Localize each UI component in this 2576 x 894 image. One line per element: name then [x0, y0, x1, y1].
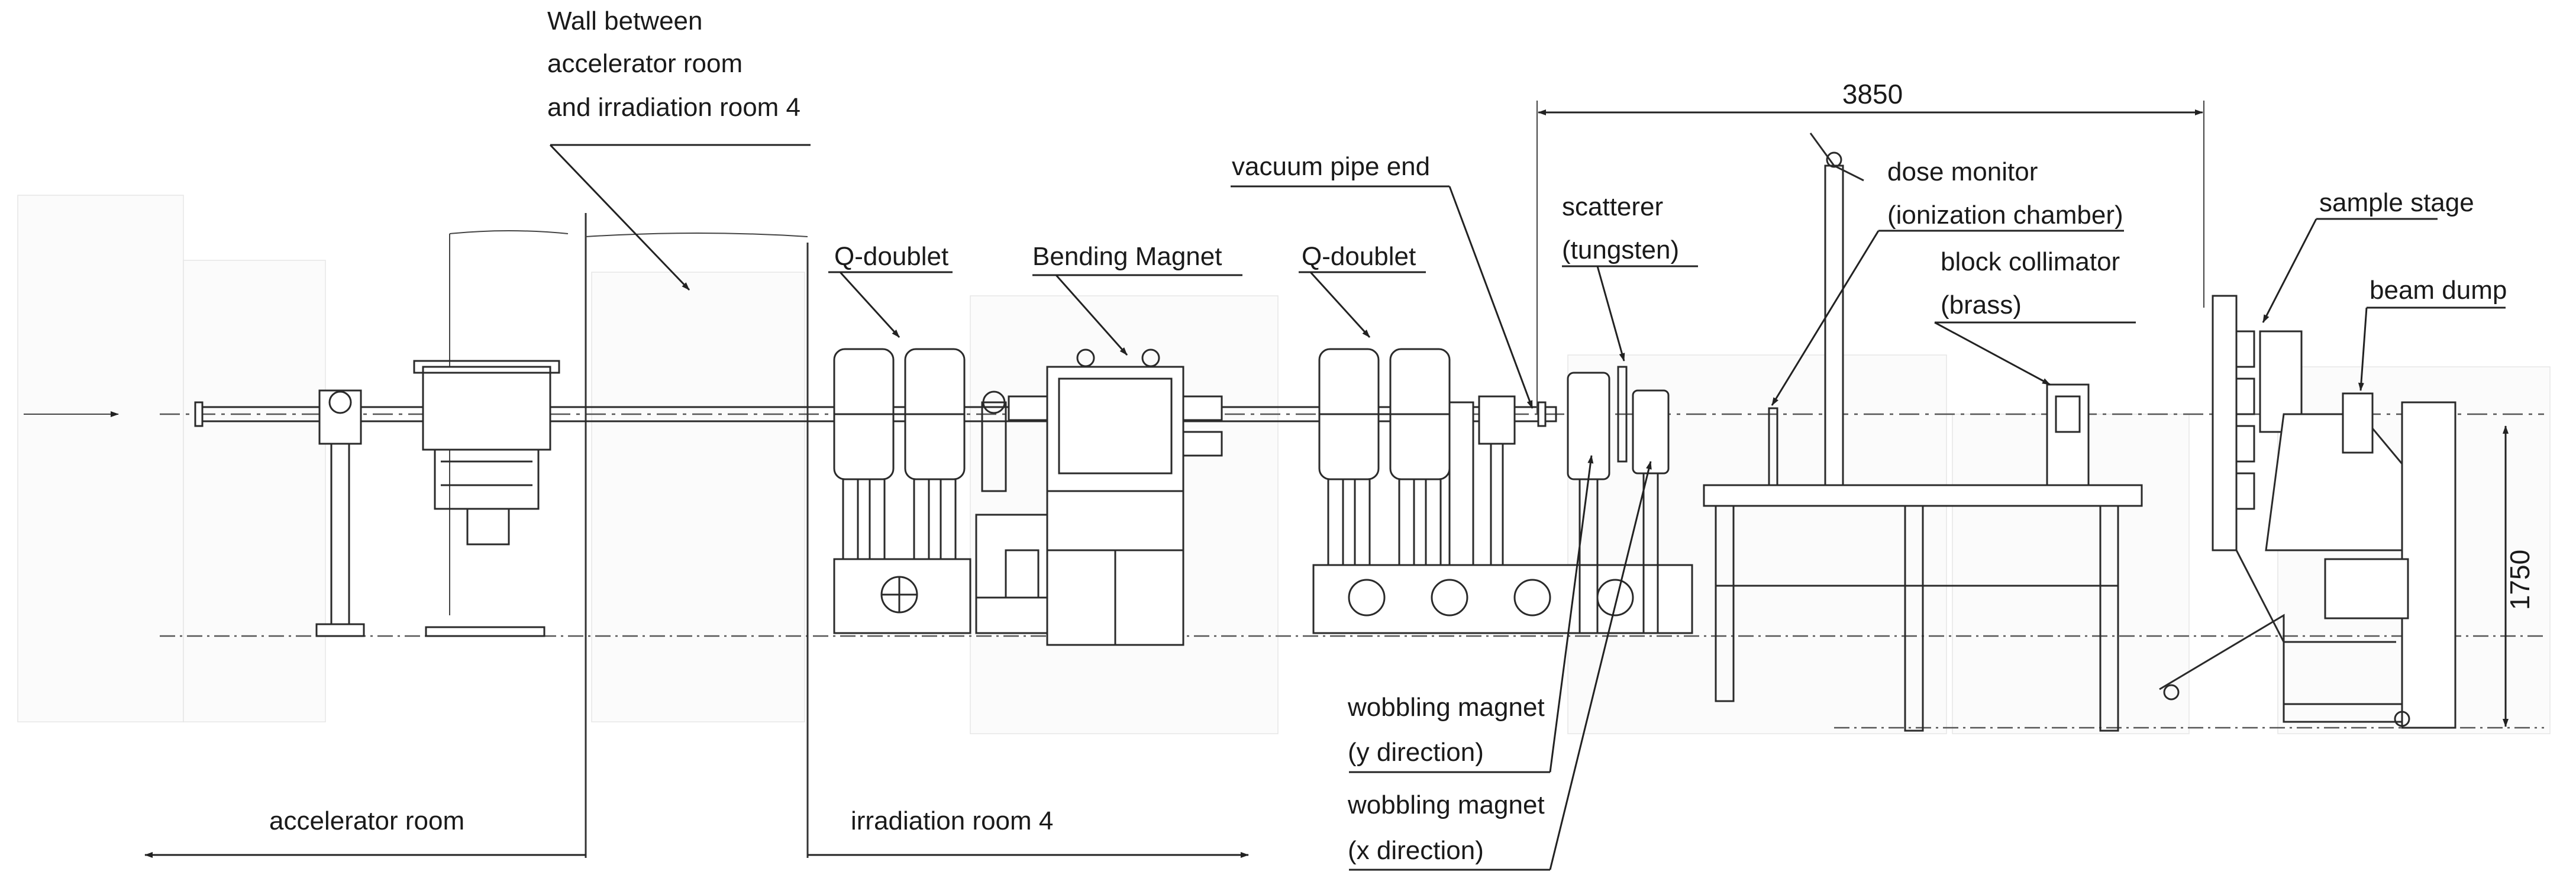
dim-1750-label: 1750 [2504, 550, 2535, 610]
leader-lines [828, 185, 2506, 871]
label-q-doublet-1: Q-doublet [834, 242, 948, 271]
label-irradiation-room-4: irradiation room 4 [851, 806, 1053, 835]
label-scatterer-line1: scatterer [1562, 192, 1663, 221]
label-block-collimator-line1: block collimator [1941, 247, 2120, 276]
sample-stage-device [2159, 295, 2456, 729]
label-q-doublet-2: Q-doublet [1302, 242, 1416, 271]
label-accelerator-room: accelerator room [269, 806, 464, 835]
label-dose-monitor-line1: dose monitor [1887, 157, 2038, 186]
irradiation-table [1703, 133, 2143, 732]
label-wall-line3: and irradiation room 4 [547, 93, 800, 122]
q-doublet-1-device [833, 348, 971, 634]
label-wall-line2: accelerator room [547, 49, 743, 78]
background-blocks [17, 195, 2551, 734]
room-wall [449, 144, 811, 858]
label-wobbling-x-line2: (x direction) [1348, 836, 1484, 865]
label-wobbling-y-line2: (y direction) [1348, 738, 1484, 767]
label-scatterer-line2: (tungsten) [1562, 235, 1679, 264]
valve-assembly [315, 389, 365, 637]
label-dose-monitor-line2: (ionization chamber) [1887, 201, 2123, 230]
wall-chamber [413, 360, 560, 637]
bending-magnet-device [1008, 348, 1223, 646]
vacuum-pump-cart [975, 390, 1054, 634]
label-bending-magnet: Bending Magnet [1032, 242, 1222, 271]
label-block-collimator-line2: (brass) [1941, 291, 2022, 319]
wall-leader [549, 144, 690, 291]
label-sample-stage: sample stage [2319, 188, 2474, 217]
label-wall-line1: Wall between [547, 7, 703, 35]
label-wobbling-x-line1: wobbling magnet [1347, 790, 1545, 819]
label-wobbling-y-line1: wobbling magnet [1347, 693, 1545, 722]
label-vacuum-pipe-end: vacuum pipe end [1232, 152, 1430, 181]
label-beam-dump: beam dump [2370, 276, 2507, 305]
dim-3850-label: 3850 [1842, 79, 1903, 109]
dimension-3850 [1536, 101, 2204, 414]
